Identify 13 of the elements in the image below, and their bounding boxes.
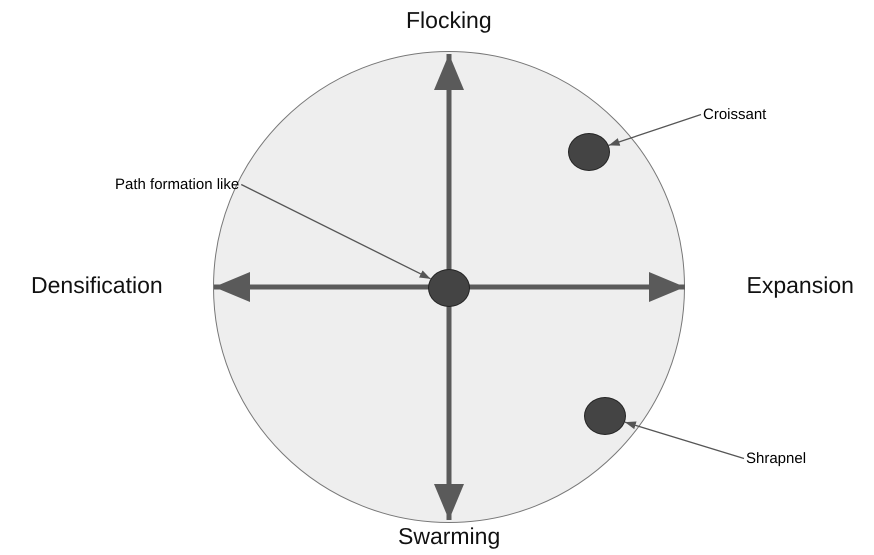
leader-arrow <box>608 114 702 146</box>
dot-marker <box>428 269 470 307</box>
leader-arrow <box>240 184 431 280</box>
leader-arrow <box>624 421 744 460</box>
axis-label: Flocking <box>406 8 492 34</box>
callout-label: Shrapnel <box>746 450 806 467</box>
axis-label: Expansion <box>746 273 854 298</box>
axis-label: Swarming <box>398 524 500 550</box>
axis-label: Densification <box>31 273 163 298</box>
callout-label: Croissant <box>703 106 766 123</box>
dot-marker <box>584 397 626 435</box>
callout-label: Path formation like <box>115 176 240 193</box>
dot-marker <box>568 133 610 171</box>
